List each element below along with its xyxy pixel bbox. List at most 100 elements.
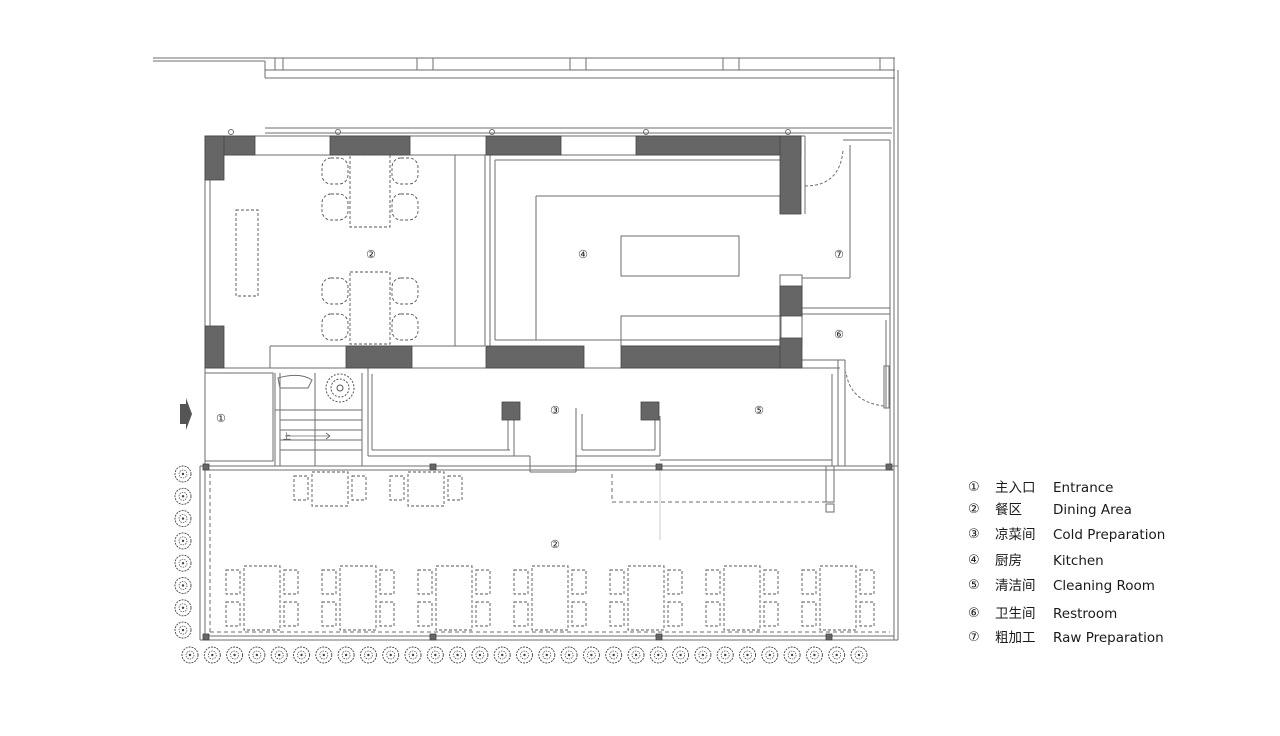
chair <box>513 569 529 595</box>
chair <box>225 601 241 627</box>
dining-upper-partitions <box>412 155 491 369</box>
planting-row <box>174 465 868 664</box>
shrub-icon <box>560 646 578 664</box>
chair <box>705 601 721 627</box>
chair <box>609 601 625 627</box>
room-label-cold-prep: ③ <box>550 404 560 417</box>
legend-number: ③ <box>968 527 980 542</box>
entrance-vestibule <box>204 372 363 466</box>
room-label-dining-terrace: ② <box>550 538 560 551</box>
arrow-right-icon <box>180 398 192 430</box>
chair-group <box>321 157 419 341</box>
chair <box>321 277 349 305</box>
chair <box>475 601 491 627</box>
shrub-icon <box>382 646 400 664</box>
legend-number: ⑦ <box>968 630 980 645</box>
chair <box>571 569 587 595</box>
chair <box>321 157 349 185</box>
shrub-icon <box>828 646 846 664</box>
legend-label-en: Raw Preparation <box>1053 630 1164 646</box>
shrub-icon <box>174 532 192 550</box>
shrub-icon <box>404 646 422 664</box>
chair <box>571 601 587 627</box>
terrace-table <box>243 565 281 631</box>
chair <box>283 569 299 595</box>
room-label-cleaning: ⑤ <box>754 404 764 417</box>
shrub-icon <box>805 646 823 664</box>
shrub-icon <box>627 646 645 664</box>
chair <box>391 157 419 185</box>
shrub-icon <box>649 646 667 664</box>
chair <box>801 569 817 595</box>
room-label-kitchen: ④ <box>578 248 588 261</box>
chair <box>283 601 299 627</box>
structural-columns <box>202 135 893 641</box>
shrub-icon <box>203 646 221 664</box>
shrub-icon <box>174 554 192 572</box>
shrub-icon <box>538 646 556 664</box>
shrub-icon <box>248 646 266 664</box>
chair <box>225 569 241 595</box>
shrub-icon <box>471 646 489 664</box>
shrub-icon <box>605 646 623 664</box>
chair <box>417 601 433 627</box>
chair <box>859 569 875 595</box>
stair-up-label: 上 <box>283 432 291 441</box>
legend-number: ① <box>968 480 980 495</box>
legend-label-cn: 清洁间 <box>995 578 1036 594</box>
chair <box>379 569 395 595</box>
chair <box>391 277 419 305</box>
chair <box>321 313 349 341</box>
chair <box>391 193 419 221</box>
terrace-table <box>407 471 445 507</box>
furniture-layer <box>235 154 391 345</box>
chair <box>475 569 491 595</box>
shrub-icon <box>181 646 199 664</box>
terrace-table <box>339 565 377 631</box>
chair <box>667 569 683 595</box>
legend-label-cn: 主入口 <box>995 480 1036 496</box>
shrub-icon <box>716 646 734 664</box>
shrub-icon <box>337 646 355 664</box>
room-label-raw-prep: ⑦ <box>834 248 844 261</box>
shrub-icon <box>761 646 779 664</box>
terrace-table <box>435 565 473 631</box>
shrub-icon <box>672 646 690 664</box>
legend-label-en: Restroom <box>1053 606 1118 622</box>
shrub-icon <box>315 646 333 664</box>
chair <box>417 569 433 595</box>
shrub-icon <box>426 646 444 664</box>
terrace-table <box>311 471 349 507</box>
chair <box>513 601 529 627</box>
legend-label-cn: 厨房 <box>995 553 1022 569</box>
chair <box>293 475 309 501</box>
shrub-icon <box>174 510 192 528</box>
shrub-icon <box>516 646 533 664</box>
chair <box>379 601 395 627</box>
chair <box>763 601 779 627</box>
legend-number: ② <box>968 502 980 517</box>
legend-label-cn: 餐区 <box>995 502 1022 518</box>
shrub-icon <box>359 646 377 664</box>
terrace-outline <box>199 465 899 641</box>
legend-number: ⑤ <box>968 578 980 593</box>
shrub-icon <box>783 646 801 664</box>
shrub-icon <box>174 621 192 639</box>
legend-number: ④ <box>968 553 980 568</box>
legend-number: ⑥ <box>968 606 980 621</box>
service-rooms-walls <box>802 136 890 466</box>
prep-rooms-walls <box>367 367 840 473</box>
shrub-icon <box>174 599 192 617</box>
chair <box>321 569 337 595</box>
shrub-icon <box>293 646 310 664</box>
chair <box>447 475 463 501</box>
shrub-icon <box>325 373 355 403</box>
chair <box>321 193 349 221</box>
legend-label-en: Cleaning Room <box>1053 578 1155 594</box>
chair <box>705 569 721 595</box>
legend-label-cn: 凉菜间 <box>995 527 1036 543</box>
chair <box>609 569 625 595</box>
chair <box>859 601 875 627</box>
terrace-table <box>627 565 665 631</box>
